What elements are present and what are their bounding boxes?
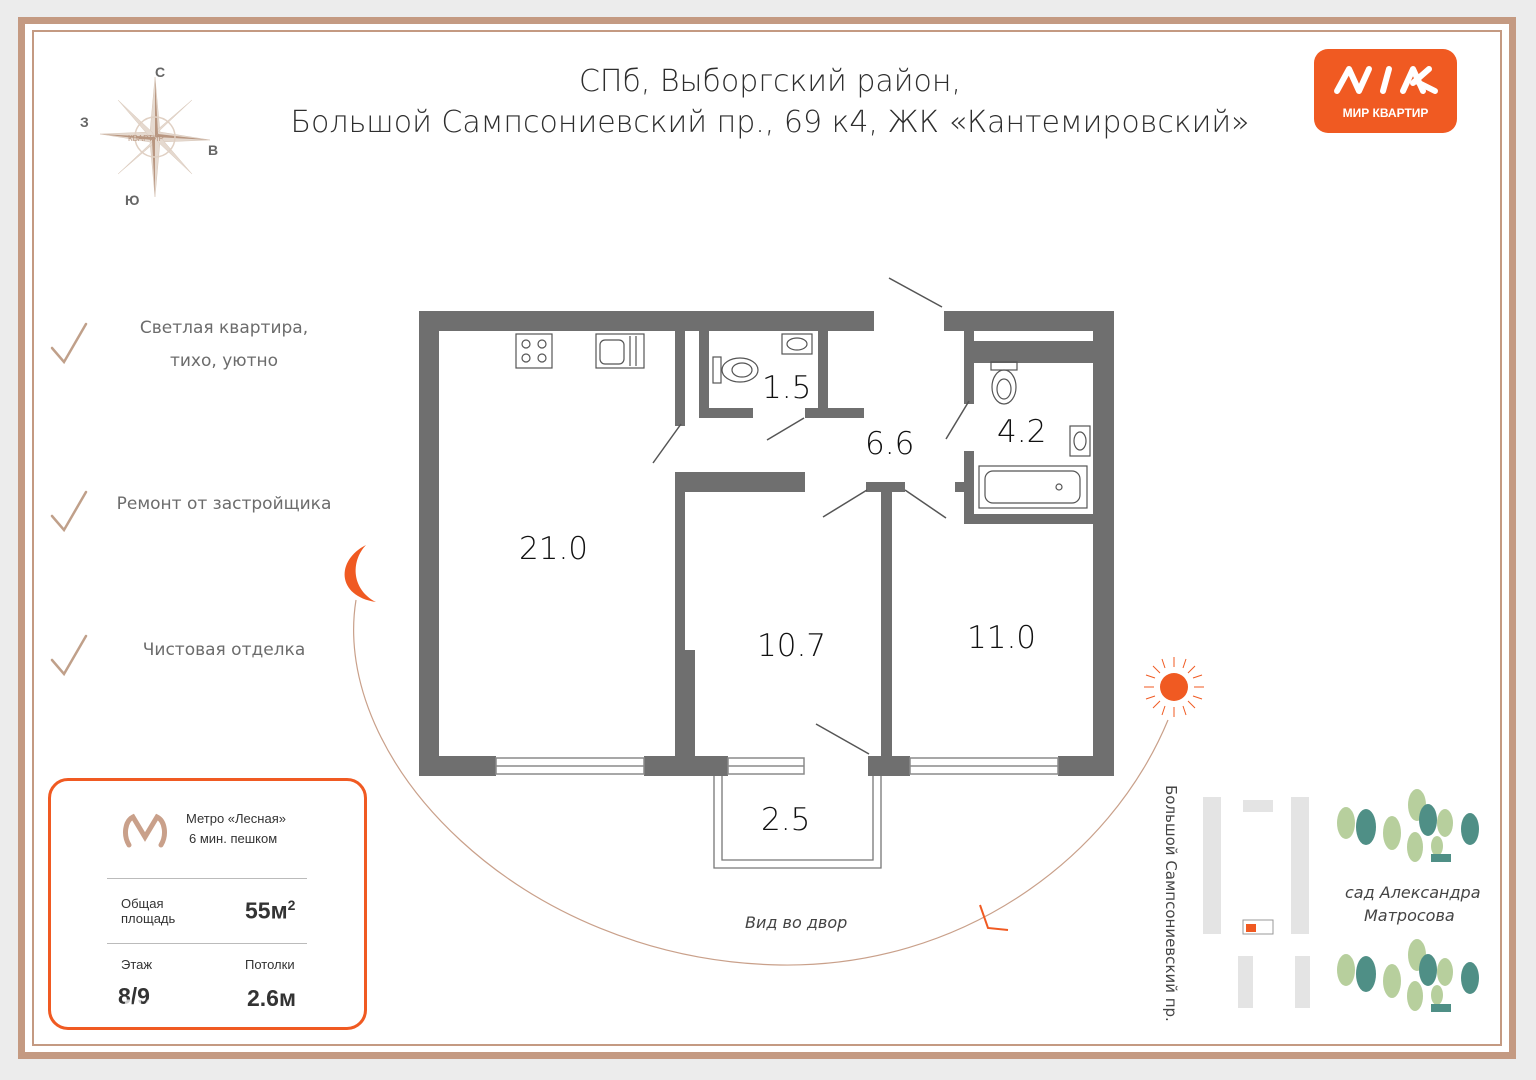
washbasin-icon-bath: [1069, 425, 1091, 457]
room-area-balcony: 2.5: [761, 802, 811, 838]
metro-name: Метро «Лесная»: [186, 811, 286, 826]
checkmark-icon: [50, 490, 88, 533]
feature-item: Ремонт от застройщика: [48, 488, 368, 548]
room-area-wc: 1.5: [762, 370, 812, 406]
area-value-number: 55м: [245, 897, 288, 924]
feature-text: Ремонт от застройщика: [116, 494, 332, 514]
compass: С Ю З В КВАРТИР: [80, 62, 230, 212]
toilet-icon-wc: [712, 356, 759, 384]
checkmark-icon: [50, 322, 88, 365]
divider: [107, 878, 307, 879]
washbasin-icon-wc: [781, 333, 813, 355]
compass-south: Ю: [125, 192, 140, 208]
room-area-bedroom-1: 10.7: [757, 628, 827, 664]
address-line-1: СПб, Выборгский район,: [578, 64, 962, 99]
ceiling-label: Потолки: [245, 957, 295, 972]
compass-west: З: [80, 114, 89, 130]
compass-east: В: [208, 142, 219, 158]
domclick-watermark: ДОМКЛИК: [62, 994, 218, 1027]
logo-text: МИР КВАРТИР: [1342, 106, 1429, 120]
sun-icon: [1144, 657, 1204, 717]
ceiling-value: 2.6м: [247, 985, 296, 1011]
doors: [652, 277, 970, 755]
room-area-bath: 4.2: [997, 414, 1047, 450]
area-value-unit: 2: [287, 897, 296, 913]
yard-view-label: Вид во двор: [745, 913, 848, 932]
info-card: Метро «Лесная» 6 мин. пешком Общая площа…: [48, 778, 367, 1030]
street-label: Большой Сампсониевский пр.: [1162, 785, 1180, 1022]
metro-walk-time: 6 мин. пешком: [189, 831, 278, 846]
room-area-hall: 6.6: [865, 426, 915, 462]
feature-item: Чистовая отделка: [48, 634, 368, 694]
floor-value: 8/9: [118, 983, 150, 1009]
area-value: 55м2: [245, 897, 295, 925]
bathtub-icon: [978, 465, 1088, 509]
mk-logo-icon: [1334, 66, 1438, 94]
area-label-2: площадь: [121, 911, 176, 926]
garden-label-2: Матросова: [1364, 906, 1455, 925]
trees-top: [1337, 789, 1479, 862]
compass-north: С: [155, 64, 166, 80]
garden-label-1: сад Александра: [1345, 883, 1481, 902]
feature-item: Светлая квартира, тихо, уютно: [48, 312, 368, 372]
walls: [419, 311, 1114, 776]
toilet-icon-bath: [990, 361, 1018, 405]
compass-center-label: КВАРТИР: [128, 134, 165, 143]
room-area-living: 21.0: [519, 531, 589, 567]
stove-icon: [515, 333, 553, 369]
room-area-bedroom-2: 11.0: [967, 620, 1037, 656]
moon-icon: [344, 545, 376, 602]
metro-logo-icon: [123, 813, 167, 848]
mir-kvartir-logo[interactable]: МИР КВАРТИР: [1314, 49, 1457, 133]
checkmark-icon: [50, 634, 88, 677]
feature-text: Светлая квартира, тихо, уютно: [104, 312, 344, 378]
fixtures: [515, 333, 1091, 509]
inner-frame: [32, 30, 1502, 1046]
balcony: [713, 776, 882, 869]
floor-label: Этаж: [121, 957, 153, 972]
area-label-1: Общая: [121, 896, 164, 911]
sink-icon: [595, 333, 645, 369]
divider: [107, 943, 307, 944]
windows: [495, 757, 1059, 775]
feature-line: Светлая квартира,: [139, 318, 309, 338]
address-line-2: Большой Сампсониевский пр., 69 к4, ЖК «К…: [290, 105, 1250, 140]
compass-rose-icon: [99, 76, 211, 198]
trees-bottom: [1337, 939, 1479, 1012]
feature-line: тихо, уютно: [169, 351, 278, 371]
feature-text: Чистовая отделка: [142, 640, 306, 660]
